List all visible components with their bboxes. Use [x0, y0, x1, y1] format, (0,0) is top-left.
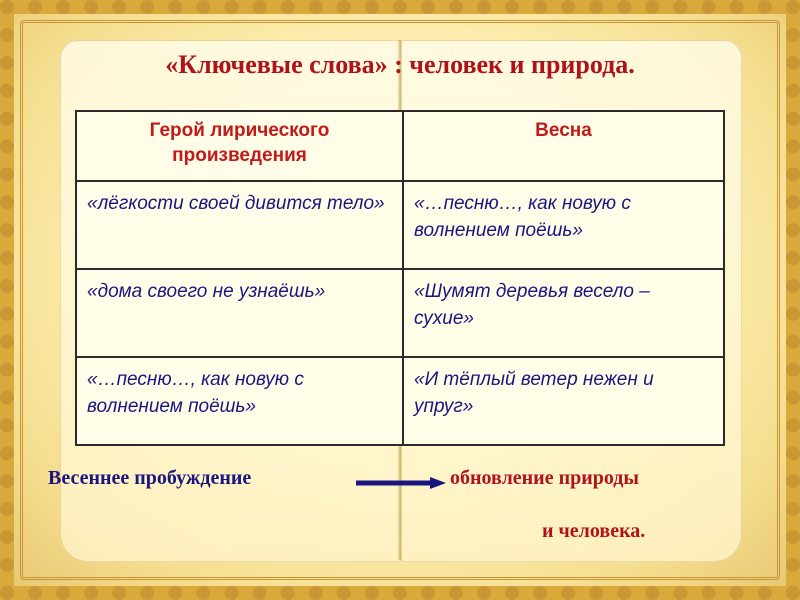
- table-cell: «лёгкости своей дивится тело»: [75, 180, 404, 270]
- table-header-row: Герой лирического произведения Весна: [75, 110, 725, 182]
- table-cell: «И тёплый ветер нежен и упруг»: [402, 356, 725, 446]
- arrow-right-icon: [356, 477, 446, 489]
- conclusion-left: Весеннее пробуждение: [48, 467, 252, 489]
- conclusion-right-line2: и человека.: [542, 520, 646, 542]
- keywords-table: Герой лирического произведения Весна «лё…: [75, 110, 725, 446]
- table-cell: «…песню…, как новую с волнением поёшь»: [402, 180, 725, 270]
- table-row: «дома своего не узнаёшь» «Шумят деревья …: [75, 268, 725, 358]
- slide-title: «Ключевые слова» : человек и природа.: [165, 50, 635, 79]
- header-hero: Герой лирического произведения: [75, 110, 404, 182]
- header-spring: Весна: [402, 110, 725, 182]
- table-row: «лёгкости своей дивится тело» «…песню…, …: [75, 180, 725, 270]
- table-cell: «дома своего не узнаёшь»: [75, 268, 404, 358]
- table-cell: «…песню…, как новую с волнением поёшь»: [75, 356, 404, 446]
- conclusion-right-line1: обновление природы: [450, 467, 640, 489]
- table-cell: «Шумят деревья весело – сухие»: [402, 268, 725, 358]
- table-row: «…песню…, как новую с волнением поёшь» «…: [75, 356, 725, 446]
